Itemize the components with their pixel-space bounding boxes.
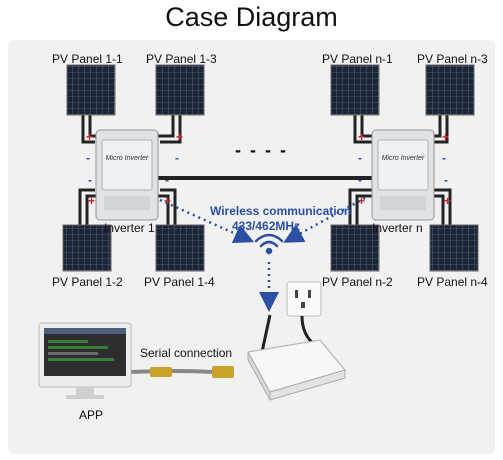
svg-text:+: +: [358, 194, 365, 208]
solar-panel-n-4: [429, 224, 479, 272]
svg-text:-: -: [165, 173, 169, 187]
svg-text:-: -: [442, 151, 446, 165]
solar-panel-1-4: [155, 224, 205, 272]
inverter-n-label: Inverter n: [372, 221, 423, 235]
panel-label-n-1: PV Panel n-1: [322, 52, 393, 66]
inverter-n-device-text: Micro Inverter: [382, 155, 425, 162]
wireless-links: [159, 196, 366, 312]
svg-text:-: -: [175, 151, 179, 165]
serial-cable: [129, 366, 234, 378]
serial-connection-label: Serial connection: [140, 346, 233, 360]
svg-text:-: -: [86, 151, 90, 165]
inverter-1-device: Micro Inverter: [95, 129, 159, 221]
solar-panel-1-3: [155, 64, 205, 116]
inverter-chain-ellipsis: - - - -: [235, 140, 288, 160]
inverter-1-label: Inverter 1: [104, 221, 155, 235]
panel-label-n-2: PV Panel n-2: [322, 275, 393, 289]
svg-text:+: +: [176, 130, 183, 144]
panel-label-1-3: PV Panel 1-3: [146, 52, 217, 66]
svg-text:-: -: [88, 173, 92, 187]
svg-text:-: -: [358, 173, 362, 187]
panel-label-n-4: PV Panel n-4: [417, 275, 488, 289]
polarity-minus-marks: -- -- -- --: [86, 151, 448, 187]
svg-text:+: +: [444, 194, 451, 208]
wifi-icon: [254, 233, 284, 255]
panel-label-n-3: PV Panel n-3: [417, 52, 488, 66]
svg-text:+: +: [164, 194, 171, 208]
polarity-plus-marks: + + + + + + + +: [86, 130, 451, 208]
wireless-label-line2: 433/462MHz: [232, 219, 301, 233]
svg-text:+: +: [86, 130, 93, 144]
solar-panel-1-2: [62, 224, 112, 272]
panel-label-1-4: PV Panel 1-4: [144, 275, 215, 289]
svg-text:-: -: [358, 151, 362, 165]
svg-text:+: +: [358, 130, 365, 144]
inverter-1-device-text: Micro Inverter: [106, 155, 149, 162]
diagram-title: Case Diagram: [165, 2, 338, 32]
svg-text:+: +: [88, 194, 95, 208]
solar-panel-n-3: [425, 64, 475, 116]
monitor-icon: [38, 322, 132, 399]
svg-text:-: -: [444, 173, 448, 187]
solar-panel-1-1: [66, 64, 116, 116]
svg-text:+: +: [442, 130, 449, 144]
inverter-n-device: Micro Inverter: [371, 129, 435, 221]
solar-panel-n-2: [330, 224, 380, 272]
wall-outlet-icon: [286, 281, 322, 347]
solar-panel-n-1: [330, 64, 380, 116]
panel-label-1-2: PV Panel 1-2: [52, 275, 123, 289]
wireless-label-line1: Wireless communication: [210, 204, 352, 218]
app-label: APP: [79, 408, 104, 422]
gateway-device: [247, 314, 346, 401]
panel-label-1-1: PV Panel 1-1: [52, 52, 123, 66]
